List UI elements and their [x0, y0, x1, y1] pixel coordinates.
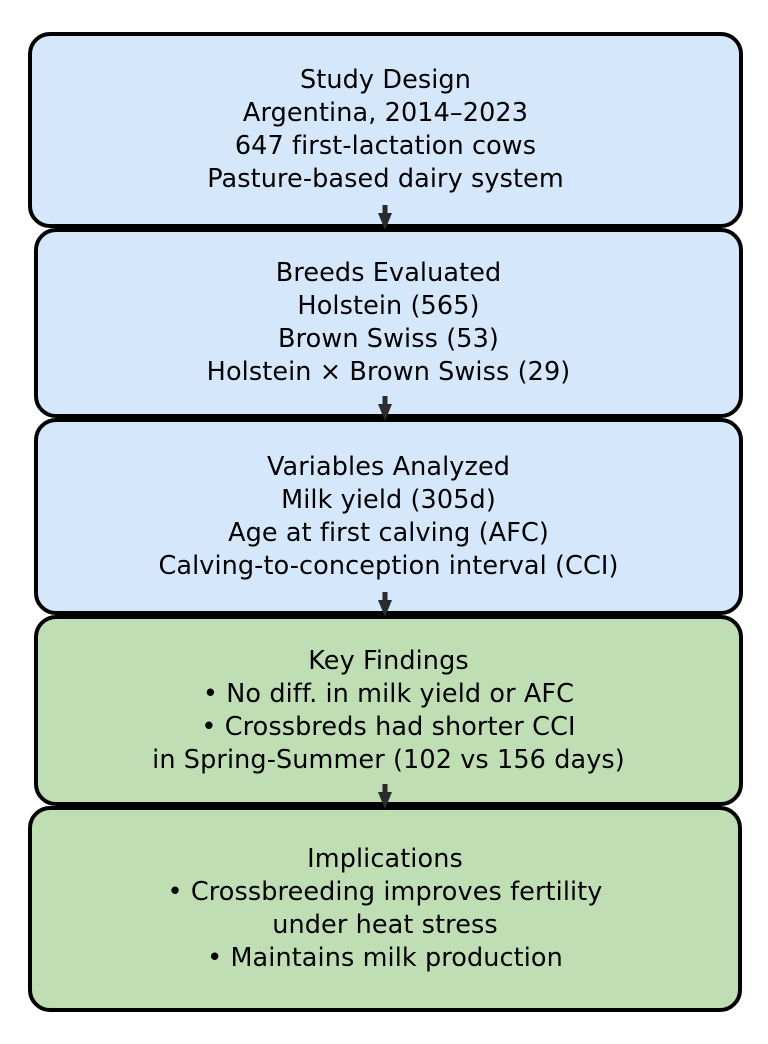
- node-line: Milk yield (305d): [281, 484, 496, 515]
- node-line: Variables Analyzed: [266, 451, 511, 482]
- flow-node-breeds-evaluated[interactable]: Breeds Evaluated Holstein (565) Brown Sw…: [34, 228, 743, 418]
- flow-node-text: Implications • Crossbreeding improves fe…: [32, 843, 738, 975]
- node-line: Age at first calving (AFC): [228, 517, 549, 548]
- node-line: • Crossbreeding improves fertility: [167, 877, 603, 907]
- node-line: Argentina, 2014–2023: [242, 98, 529, 128]
- arrow-down-icon: [377, 592, 393, 618]
- node-line: Holstein × Brown Swiss (29): [206, 357, 571, 387]
- flow-node-text: Breeds Evaluated Holstein (565) Brown Sw…: [38, 257, 739, 389]
- node-line: • No diff. in milk yield or AFC: [202, 678, 575, 709]
- node-line: in Spring-Summer (102 vs 156 days): [152, 744, 625, 775]
- node-line: Brown Swiss (53): [278, 324, 499, 354]
- arrow-down-icon: [377, 784, 393, 810]
- arrow-down-icon: [377, 205, 393, 231]
- node-line: 647 first-lactation cows: [234, 131, 537, 161]
- node-line: Calving-to-conception interval (CCI): [158, 550, 619, 581]
- node-line: Breeds Evaluated: [275, 258, 502, 288]
- node-line: Study Design: [300, 65, 471, 95]
- flow-node-implications[interactable]: Implications • Crossbreeding improves fe…: [28, 806, 742, 1012]
- arrow-down-icon: [377, 396, 393, 422]
- node-line: • Crossbreds had shorter CCI: [201, 711, 576, 742]
- flow-node-variables-analyzed[interactable]: Variables Analyzed Milk yield (305d) Age…: [34, 418, 743, 615]
- flow-node-text: Key Findings • No diff. in milk yield or…: [38, 645, 739, 777]
- node-line: under heat stress: [272, 910, 498, 940]
- node-line: Key Findings: [308, 645, 469, 676]
- flow-node-study-design[interactable]: Study Design Argentina, 2014–2023 647 fi…: [28, 32, 743, 228]
- flow-node-text: Study Design Argentina, 2014–2023 647 fi…: [32, 64, 739, 196]
- flow-node-key-findings[interactable]: Key Findings • No diff. in milk yield or…: [34, 615, 743, 806]
- flow-node-text: Variables Analyzed Milk yield (305d) Age…: [38, 451, 739, 583]
- node-line: • Maintains milk production: [207, 943, 563, 973]
- node-line: Pasture-based dairy system: [207, 164, 564, 194]
- node-line: Implications: [307, 844, 463, 874]
- node-line: Holstein (565): [297, 291, 480, 321]
